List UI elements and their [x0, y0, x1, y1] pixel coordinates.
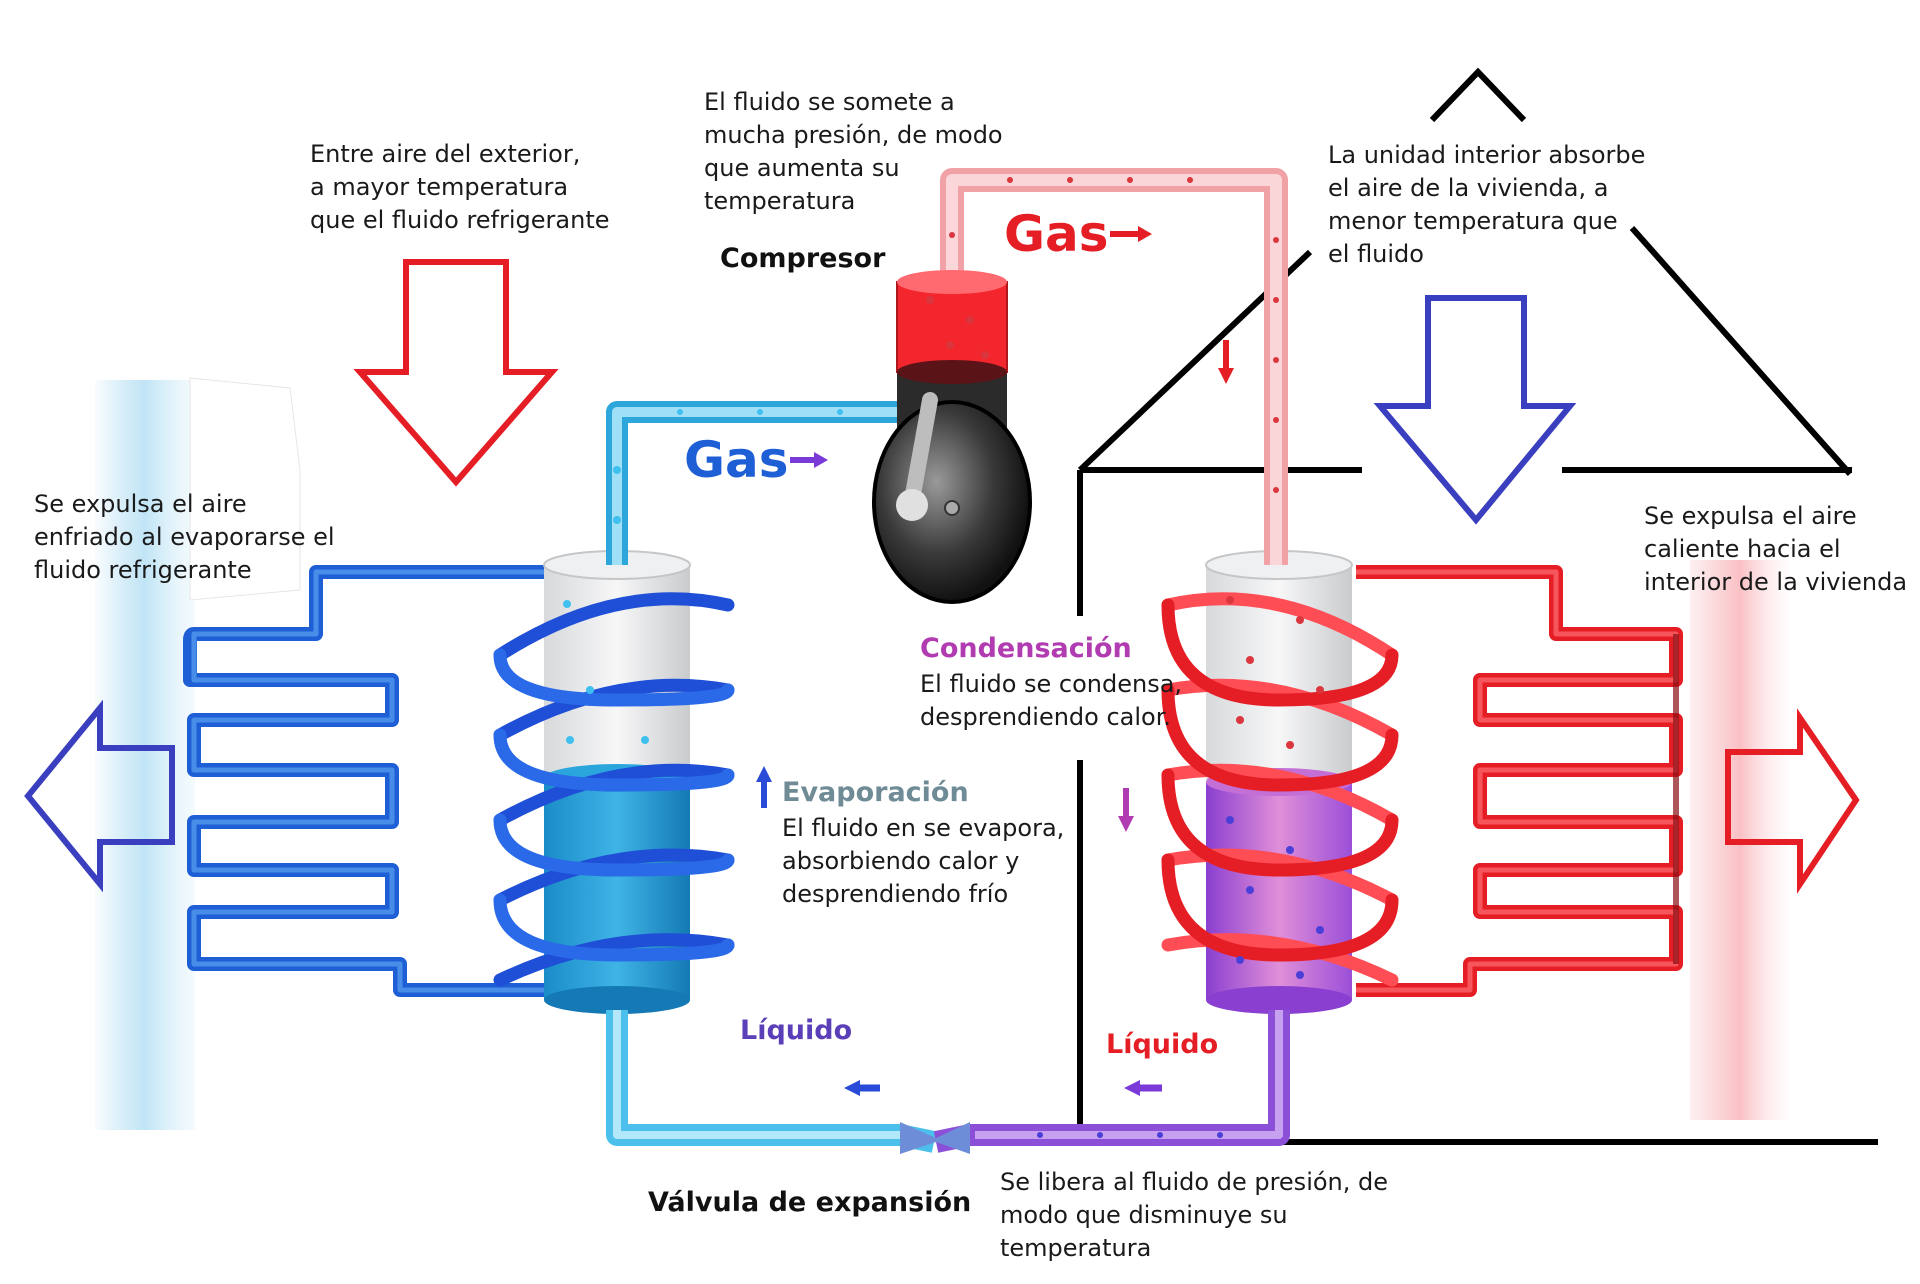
compressor-label: Compresor	[720, 243, 886, 274]
gas-cold-label: Gas	[684, 431, 789, 489]
arrow-down-icon	[1218, 340, 1234, 384]
gas-hot-label: Gas	[1004, 205, 1109, 263]
arrow-down-icon	[1373, 295, 1577, 525]
arrow-right-icon	[790, 452, 828, 468]
arrow-up-icon	[756, 766, 772, 808]
outside-air-note: Entre aire del exterior, a mayor tempera…	[310, 140, 610, 234]
valve-note: Se libera al fluido de presión, de modo …	[1000, 1168, 1389, 1262]
indoor-unit-note: La unidad interior absorbe el aire de la…	[1328, 141, 1646, 268]
evaporation-label: Evaporación	[782, 777, 969, 808]
cold-air-note: Se expulsa el aire enfriado al evaporars…	[34, 490, 335, 584]
evaporation-note: El fluido en se evapora, absorbiendo cal…	[782, 814, 1065, 908]
arrow-right-icon	[1725, 708, 1860, 894]
compressor-note: El fluido se somete a mucha presión, de …	[704, 88, 1003, 215]
arrow-down-icon	[1118, 788, 1134, 832]
condensation-note: El fluido se condensa, desprendiendo cal…	[920, 670, 1183, 731]
liquid-left-label: Líquido	[740, 1015, 853, 1046]
expansion-valve	[900, 1122, 970, 1154]
compressor	[872, 270, 1032, 604]
valve-label: Válvula de expansión	[648, 1187, 972, 1218]
warm-air-note: Se expulsa el aire caliente hacia el int…	[1644, 502, 1908, 596]
arrow-left-icon	[844, 1080, 880, 1096]
cold-air-backdrop	[189, 377, 301, 601]
arrow-right-icon	[1110, 226, 1152, 242]
fluid-bubbles	[926, 177, 1324, 749]
arrow-left-icon	[1124, 1080, 1162, 1096]
evaporator-wrap	[493, 592, 735, 987]
arrow-left-icon	[24, 699, 175, 893]
arrow-down-icon	[353, 259, 559, 487]
liquid-right-label: Líquido	[1106, 1029, 1219, 1060]
house-outline	[1077, 67, 1878, 1145]
condenser-wrap	[1161, 592, 1399, 987]
cold-air-flow	[95, 380, 195, 1130]
condensation-label: Condensación	[920, 633, 1132, 664]
